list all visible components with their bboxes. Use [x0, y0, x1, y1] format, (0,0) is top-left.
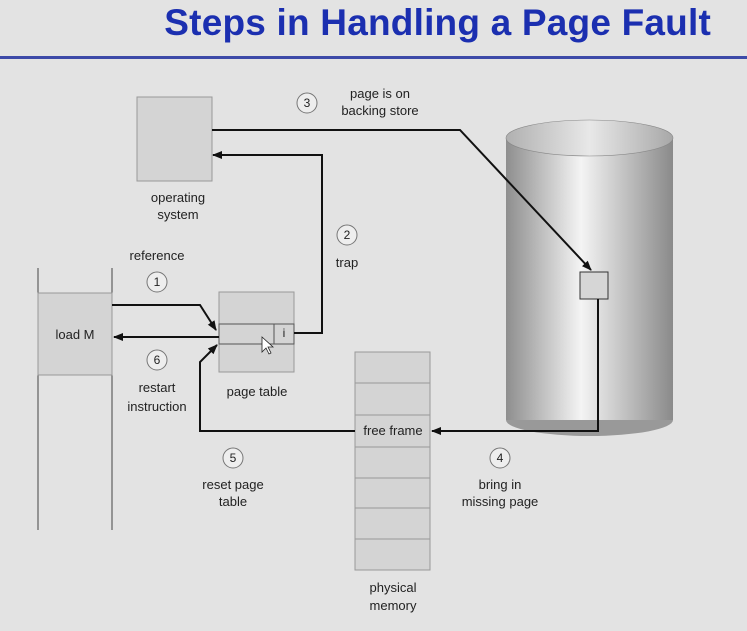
process-column: [37, 268, 113, 530]
reset-label-line1: reset page: [202, 477, 263, 492]
step-2-number: 2: [344, 228, 351, 242]
step-1-number: 1: [154, 275, 161, 289]
step-5: 5: [222, 447, 244, 469]
physical-memory-label-line1: physical: [370, 580, 417, 595]
backing-store-label-line1: page is on: [350, 86, 410, 101]
step-2: 2: [336, 224, 358, 246]
restart-label-line1: restart: [139, 380, 176, 395]
restart-label-line2: instruction: [127, 399, 186, 414]
operating-system-box: [136, 96, 213, 182]
page-table: [218, 291, 295, 373]
step-4-number: 4: [497, 451, 504, 465]
step-3: 3: [296, 92, 318, 114]
arrow-reset-page-table: [199, 344, 355, 432]
title-rule: [0, 56, 747, 59]
backing-store-label-line2: backing store: [341, 103, 418, 118]
step-4: 4: [489, 447, 511, 469]
arrow-reference: [112, 304, 217, 331]
step-1: 1: [146, 271, 168, 293]
reset-label-line2: table: [219, 494, 247, 509]
page-table-invalid-bit: i: [283, 326, 286, 340]
slide-title: Steps in Handling a Page Fault: [164, 2, 711, 43]
step-6-number: 6: [154, 353, 161, 367]
backing-store-page: [579, 271, 609, 300]
backing-store-cylinder: [505, 119, 674, 436]
step-5-number: 5: [230, 451, 237, 465]
step-6: 6: [146, 349, 168, 371]
physical-memory: [354, 351, 431, 571]
cursor-icon: [261, 336, 275, 355]
reference-label: reference: [130, 248, 185, 263]
trap-label: trap: [336, 255, 358, 270]
arrow-bring-in: [431, 299, 599, 435]
bring-in-label-line1: bring in: [479, 477, 522, 492]
load-m-label: load M: [55, 327, 94, 342]
physical-memory-label-line2: memory: [370, 598, 417, 613]
os-label-line2: system: [157, 207, 198, 222]
arrow-backing-store: [212, 129, 592, 271]
os-label-line1: operating: [151, 190, 205, 205]
page-table-label: page table: [227, 384, 288, 399]
arrow-trap: [212, 151, 323, 334]
bring-in-label-line2: missing page: [462, 494, 539, 509]
step-3-number: 3: [304, 96, 311, 110]
free-frame-label: free frame: [363, 423, 422, 438]
